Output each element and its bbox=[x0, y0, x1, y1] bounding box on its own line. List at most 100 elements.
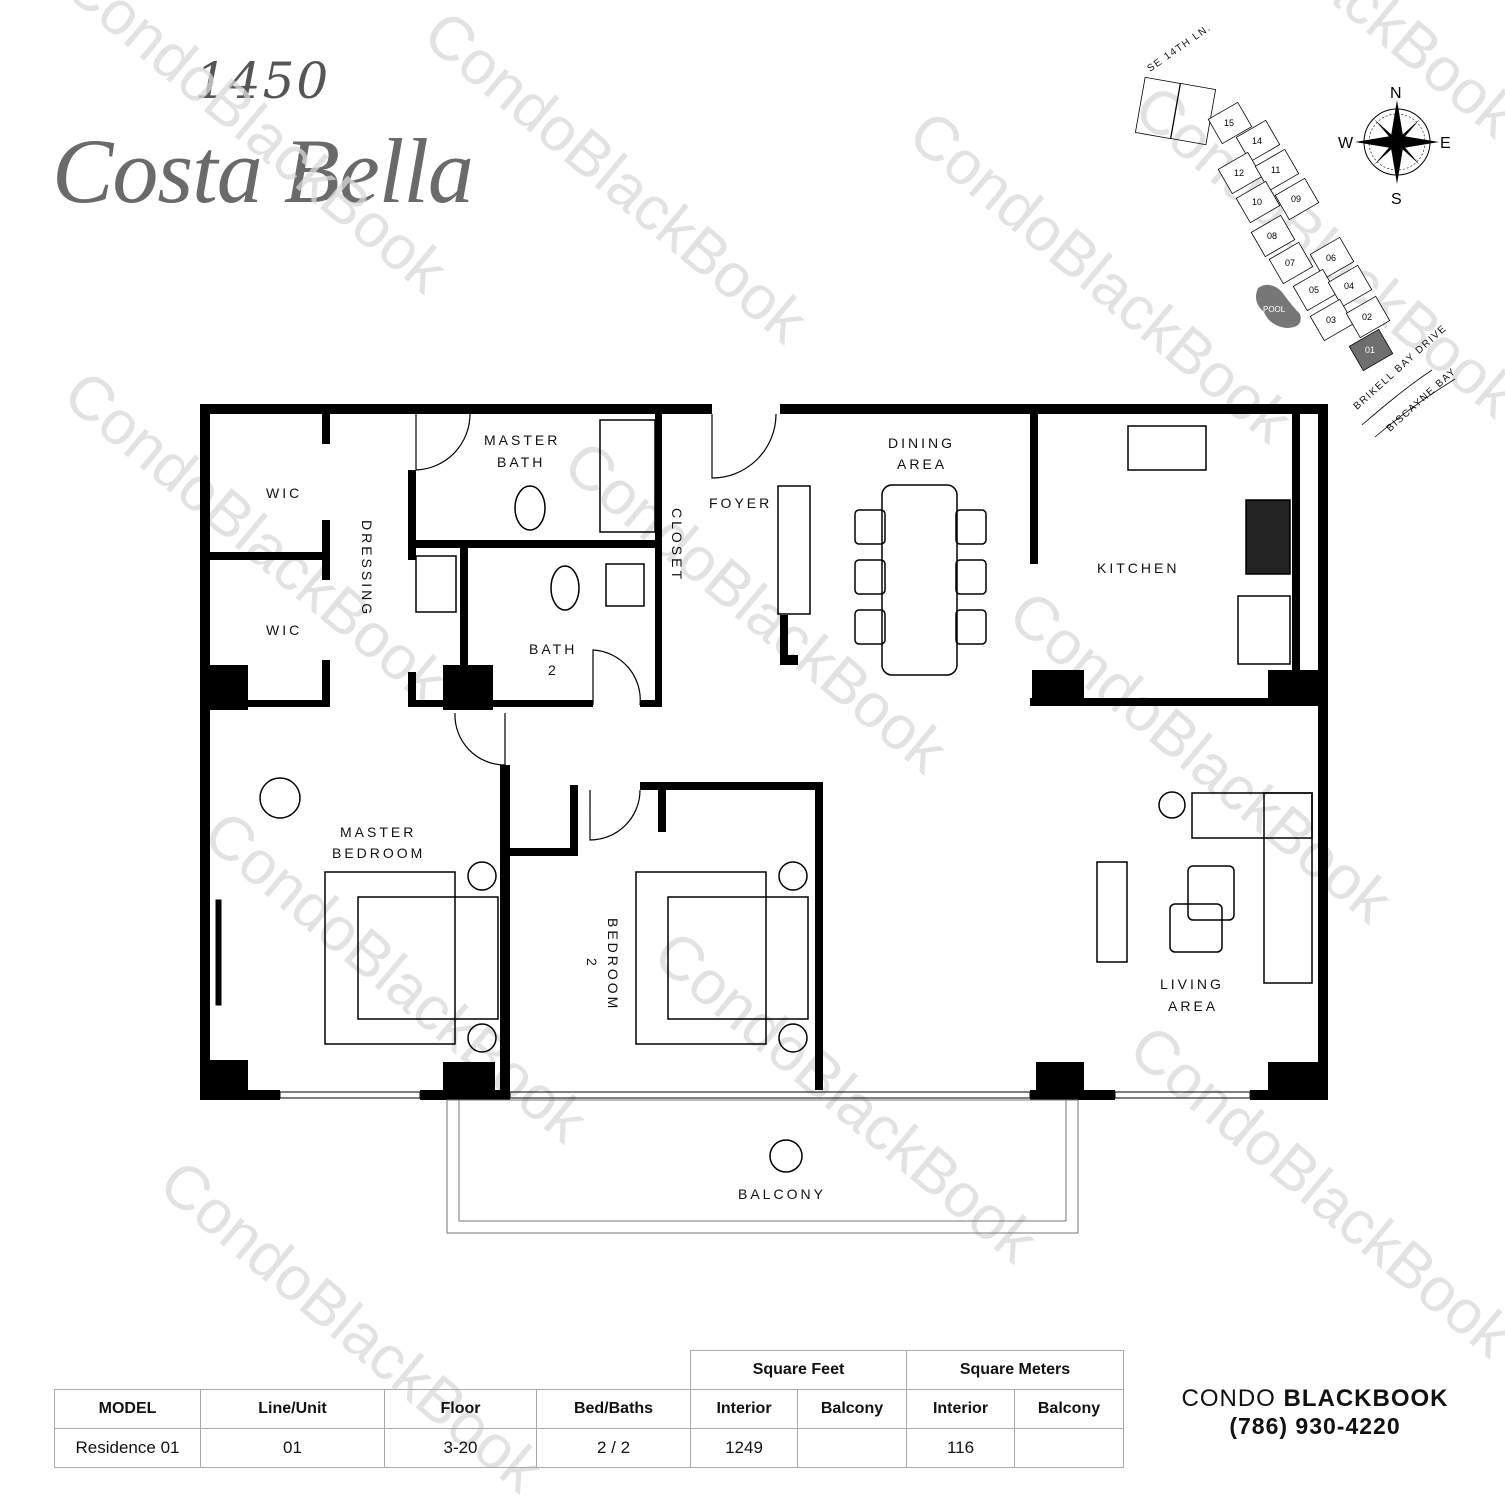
compass-s: S bbox=[1391, 191, 1402, 208]
vanity bbox=[605, 563, 645, 607]
site-unit-label: 08 bbox=[1267, 231, 1277, 241]
ottoman bbox=[1187, 865, 1235, 921]
foyer-console bbox=[777, 485, 811, 615]
site-unit-block bbox=[1250, 214, 1296, 258]
room-label-kitchen: KITCHEN bbox=[1097, 560, 1179, 576]
room-label-foyer: FOYER bbox=[709, 495, 772, 511]
room-label-wic: WIC bbox=[266, 485, 302, 501]
pool-label: POOL bbox=[1263, 305, 1286, 314]
room-label-living: LIVING bbox=[1160, 976, 1224, 992]
site-unit-label: 14 bbox=[1252, 136, 1262, 146]
cell-sqm-interior: 116 bbox=[906, 1428, 1015, 1468]
ottoman bbox=[1169, 903, 1223, 953]
brand-phone: (786) 930-4220 bbox=[1229, 1413, 1401, 1439]
walls bbox=[200, 404, 1328, 1100]
column-header: MODEL bbox=[54, 1389, 201, 1429]
fridge bbox=[1237, 595, 1291, 665]
site-unit-14: 14 bbox=[1235, 119, 1281, 163]
unit-spec-table: Square Feet Square Meters MODEL Line/Uni… bbox=[54, 1350, 1124, 1468]
site-unit-01: 01 bbox=[1348, 328, 1394, 372]
site-unit-block bbox=[1309, 236, 1355, 280]
parking-structure bbox=[1134, 76, 1217, 146]
site-unit-block bbox=[1309, 298, 1355, 342]
site-unit-block bbox=[1268, 241, 1314, 285]
cell-bedbaths: 2 / 2 bbox=[536, 1428, 691, 1468]
site-unit-block bbox=[1254, 148, 1300, 192]
nightstand bbox=[778, 1023, 808, 1053]
site-unit-label: 10 bbox=[1252, 197, 1262, 207]
site-unit-block bbox=[1345, 295, 1391, 339]
doors bbox=[415, 413, 777, 841]
room-label-master-bath: MASTER bbox=[484, 432, 560, 448]
site-unit-label: 09 bbox=[1291, 194, 1301, 204]
site-unit-11: 11 bbox=[1254, 148, 1300, 192]
site-unit-block bbox=[1235, 119, 1281, 163]
site-unit-10: 10 bbox=[1235, 180, 1281, 224]
nightstand bbox=[467, 861, 497, 891]
column-header: Interior bbox=[906, 1389, 1015, 1429]
room-label-master-bedroom: MASTER bbox=[340, 824, 416, 840]
cooktop bbox=[1245, 499, 1291, 575]
side-table bbox=[259, 777, 301, 819]
site-unit-label: 11 bbox=[1271, 165, 1280, 175]
group-header: Square Feet bbox=[690, 1350, 907, 1390]
site-unit-label: 04 bbox=[1344, 281, 1354, 291]
balcony-table bbox=[769, 1139, 803, 1173]
cell-sqft-balcony bbox=[797, 1428, 907, 1468]
column-header: Balcony bbox=[1014, 1389, 1124, 1429]
columns bbox=[200, 665, 1318, 1100]
table-row: Residence 01 01 3-20 2 / 2 1249 116 bbox=[54, 1428, 1124, 1468]
master-bed-rug bbox=[324, 871, 456, 1045]
entry-door bbox=[711, 413, 777, 479]
bedroom2-door bbox=[589, 789, 641, 841]
tv-console bbox=[1096, 861, 1128, 963]
sofa-chaise bbox=[1263, 792, 1313, 984]
room-label-bedroom2: 2 bbox=[584, 958, 600, 969]
room-label-master-bedroom: BEDROOM bbox=[332, 845, 425, 861]
site-unit-04: 04 bbox=[1327, 264, 1373, 308]
group-header: Square Meters bbox=[906, 1350, 1124, 1390]
cell-model: Residence 01 bbox=[54, 1428, 201, 1468]
cell-sqm-balcony bbox=[1014, 1428, 1124, 1468]
dining-table bbox=[881, 484, 958, 676]
room-label-master-bath: BATH bbox=[497, 454, 545, 470]
watermark: CondoBlackBook bbox=[51, 0, 460, 307]
site-unit-block bbox=[1327, 264, 1373, 308]
windows bbox=[215, 899, 1251, 1099]
site-unit-09: 09 bbox=[1274, 177, 1320, 221]
watermark: CondoBlackBook bbox=[641, 918, 1050, 1277]
site-unit-06: 06 bbox=[1309, 236, 1355, 280]
table-spacer bbox=[55, 1351, 691, 1390]
site-unit-03: 03 bbox=[1309, 298, 1355, 342]
furniture bbox=[259, 419, 1313, 1173]
balcony-outline bbox=[446, 1099, 1079, 1234]
column-header: Interior bbox=[690, 1389, 798, 1429]
street-label: SE 14TH LN. bbox=[1145, 22, 1213, 74]
site-unit-label: 02 bbox=[1362, 312, 1372, 322]
compass-icon: N S E W bbox=[1338, 85, 1451, 208]
bathtub bbox=[599, 419, 656, 533]
room-label-living: AREA bbox=[1168, 998, 1218, 1014]
site-unit-label: 15 bbox=[1224, 118, 1234, 128]
nightstand bbox=[467, 1023, 497, 1053]
kitchen-sink bbox=[1127, 425, 1207, 471]
site-unit-label: 07 bbox=[1285, 258, 1295, 268]
shoreline bbox=[1361, 369, 1456, 438]
bed2-rug bbox=[635, 871, 767, 1045]
pool-shape bbox=[1256, 284, 1301, 328]
watermark: CondoBlackBook bbox=[411, 0, 820, 357]
master-bath-door bbox=[415, 413, 471, 471]
site-unit-02: 02 bbox=[1345, 295, 1391, 339]
column-header: Bed/Baths bbox=[536, 1389, 691, 1429]
site-unit-block bbox=[1217, 151, 1263, 195]
logo-name: Costa Bella bbox=[52, 120, 474, 222]
brand-name-bold: BLACKBOOK bbox=[1283, 1385, 1449, 1412]
site-unit-label: 03 bbox=[1326, 315, 1336, 325]
site-unit-12: 12 bbox=[1217, 151, 1263, 195]
site-unit-07: 07 bbox=[1268, 241, 1314, 285]
site-unit-label: 06 bbox=[1326, 253, 1336, 263]
cell-sqft-interior: 1249 bbox=[690, 1428, 798, 1468]
site-unit-label: 05 bbox=[1309, 285, 1319, 295]
column-header: Floor bbox=[384, 1389, 537, 1429]
site-unit-label: 01 bbox=[1365, 345, 1375, 355]
